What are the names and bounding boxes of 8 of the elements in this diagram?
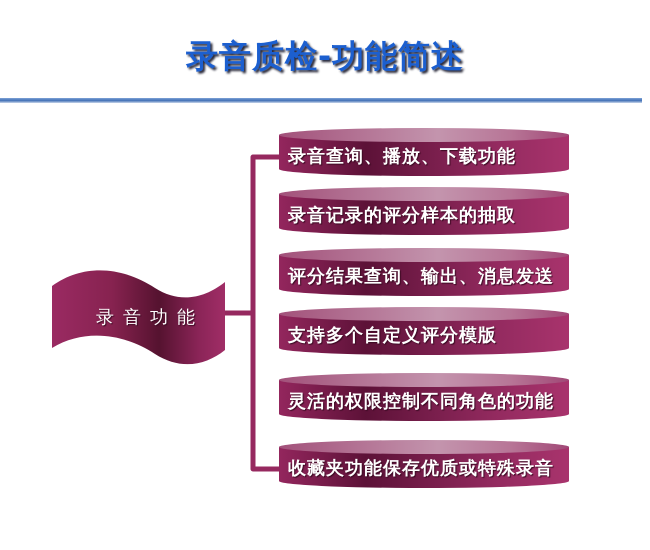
page-title: 录音质检-功能简述 [186,37,464,75]
feature-text: 收藏夹功能保存优质或特殊录音 [288,457,554,481]
feature-text: 录音查询、播放、下载功能 [288,145,516,169]
banner-title: 录音功能 [96,306,204,330]
feature-text: 灵活的权限控制不同角色的功能 [288,390,554,414]
feature-text: 支持多个自定义评分模版 [288,324,497,348]
feature-text: 录音记录的评分样本的抽取 [288,204,516,228]
feature-text: 评分结果查询、输出、消息发送 [288,265,554,289]
